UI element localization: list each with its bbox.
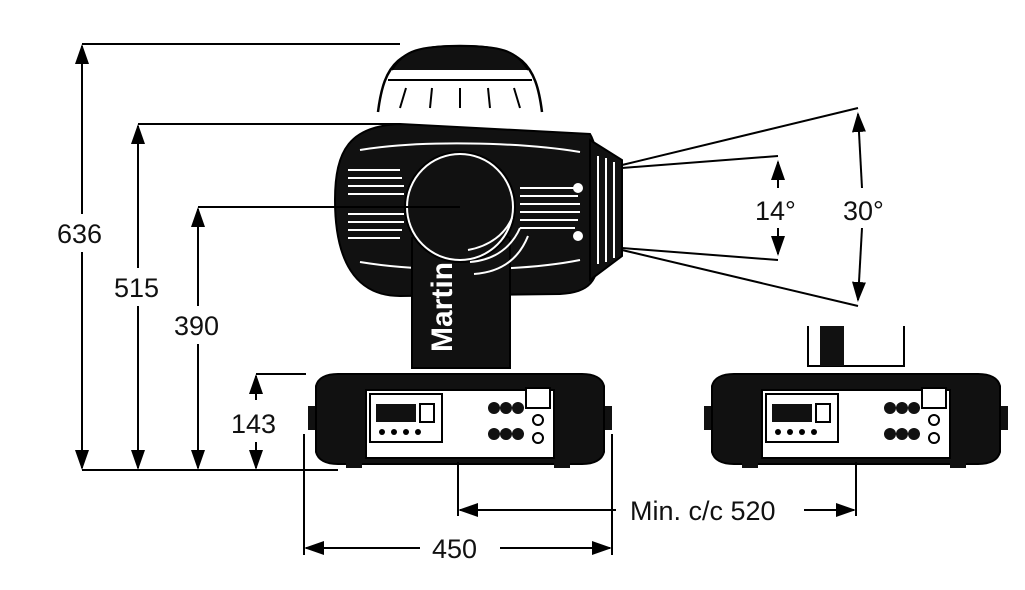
logo-text: Martin — [426, 262, 459, 352]
lens-front-ring — [589, 138, 623, 282]
beam-angle-narrow-label: 14° — [755, 196, 796, 226]
beam-lines — [621, 107, 859, 307]
beam-angle-wide-label: 30° — [843, 196, 884, 226]
min-spacing-label: Min. c/c 520 — [630, 496, 776, 526]
dimension-390: 390 — [174, 207, 219, 470]
head-fan-cap — [376, 44, 544, 113]
height-base-label: 143 — [231, 409, 276, 439]
height-tilt-top-label: 515 — [114, 273, 159, 303]
dimension-515: 515 — [114, 124, 159, 470]
head-vent-right — [520, 187, 580, 229]
head-vent-left — [348, 169, 404, 239]
moving-head-fixture: Martin — [308, 44, 623, 468]
beam-angle-30-arrow — [851, 112, 866, 302]
dimension-450: 450 — [303, 434, 613, 564]
dimension-636: 636 — [57, 44, 102, 470]
dimension-min-spacing: Min. c/c 520 — [457, 462, 857, 526]
height-tilt-axis-label: 390 — [174, 311, 219, 341]
dimension-143: 143 — [231, 374, 276, 470]
base-unit — [308, 373, 612, 468]
yoke-arm: Martin — [411, 229, 511, 369]
extension-lines — [82, 43, 460, 471]
height-total-label: 636 — [57, 219, 102, 249]
width-base-label: 450 — [432, 534, 477, 564]
second-fixture-base — [704, 326, 1008, 468]
